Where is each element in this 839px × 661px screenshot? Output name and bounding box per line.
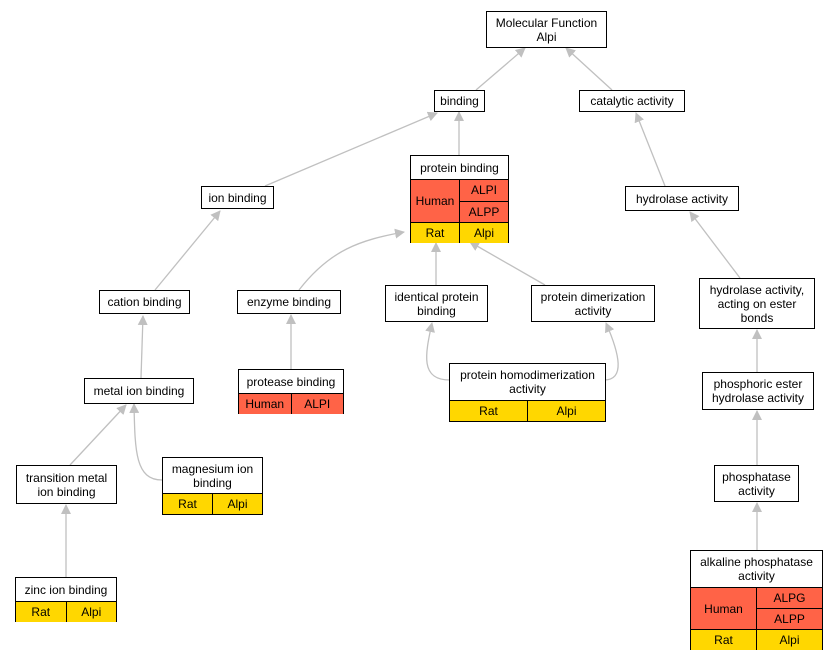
species-rat: Rat (450, 400, 528, 421)
node-label: phosphatase activity (722, 469, 791, 498)
node-alkaline-phosphatase[interactable]: alkaline phosphatase activity Human ALPG… (690, 550, 823, 650)
gene-cell: Alpi (212, 493, 262, 514)
node-cation-binding[interactable]: cation binding (99, 290, 190, 314)
edge-ion-binding-binding (264, 111, 438, 187)
node-binding[interactable]: binding (434, 90, 485, 112)
node-label: catalytic activity (590, 94, 674, 108)
species-rat: Rat (411, 222, 460, 243)
node-label: ion binding (208, 190, 267, 205)
gene-cell: ALPP (756, 608, 822, 630)
edge-binding-mf (475, 47, 526, 91)
gene-cell: Alpi (527, 400, 605, 421)
node-protein-dimerization[interactable]: protein dimerization activity (531, 285, 655, 322)
gene-table: Rat Alpi (163, 493, 262, 514)
gene-table: Human ALPI (239, 393, 343, 414)
species-human: Human (239, 393, 291, 414)
node-protein-homodimerization[interactable]: protein homodimerization activity Rat Al… (449, 363, 606, 422)
node-label: enzyme binding (246, 295, 332, 309)
node-identical-protein-binding[interactable]: identical protein binding (385, 285, 488, 322)
gene-cell: ALPP (459, 200, 508, 223)
node-label: zinc ion binding (24, 582, 108, 597)
node-label: protein dimerization activity (540, 289, 646, 318)
gene-table: Human ALPG ALPP Rat Alpi (691, 587, 822, 650)
node-label: protein binding (420, 160, 499, 175)
edge-hydrolase-ester-hydrolase (689, 211, 741, 279)
gene-cell: ALPI (459, 179, 508, 201)
edge-catalytic-mf (565, 47, 613, 91)
gene-table: Rat Alpi (450, 400, 605, 421)
node-label: phosphoric ester hydrolase activity (711, 377, 805, 405)
species-rat: Rat (691, 629, 757, 650)
node-label: hydrolase activity (635, 191, 729, 206)
gene-cell: ALPI (290, 393, 343, 414)
node-transition-metal[interactable]: transition metal ion binding (16, 465, 117, 504)
node-label: protease binding (246, 374, 336, 389)
node-molecular-function[interactable]: Molecular Function Alpi (486, 11, 607, 48)
node-enzyme-binding[interactable]: enzyme binding (237, 290, 341, 314)
gene-cell: Alpi (459, 222, 508, 243)
gene-table: Human ALPI ALPP Rat Alpi (411, 179, 508, 243)
species-rat: Rat (163, 493, 213, 514)
node-label: binding (440, 94, 479, 108)
node-hydrolase-ester[interactable]: hydrolase activity, acting on ester bond… (699, 278, 815, 329)
node-label: magnesium ion binding (171, 461, 254, 490)
node-label: alkaline phosphatase activity (700, 555, 813, 583)
species-human: Human (691, 587, 757, 630)
node-ion-binding[interactable]: ion binding (201, 186, 274, 209)
node-label: identical protein binding (394, 289, 479, 318)
edge-transition-metal (69, 404, 127, 466)
gene-cell: ALPG (756, 587, 822, 609)
species-rat: Rat (16, 601, 66, 622)
node-hydrolase-activity[interactable]: hydrolase activity (625, 186, 739, 211)
gene-cell: Alpi (756, 629, 822, 650)
node-label: cation binding (107, 295, 182, 309)
edge-dimerization-protein (469, 241, 546, 286)
edge-enzyme-protein (298, 228, 405, 291)
node-zinc-ion-binding[interactable]: zinc ion binding Rat Alpi (15, 577, 117, 622)
edge-homodimer-identical (425, 322, 451, 381)
node-label: metal ion binding (93, 384, 185, 398)
edge-cation-ion (154, 210, 221, 291)
node-label: Molecular Function Alpi (495, 15, 598, 44)
node-label: protein homodimerization activity (460, 368, 595, 396)
node-protease-binding[interactable]: protease binding Human ALPI (238, 369, 344, 414)
edge-metal-cation (137, 315, 148, 379)
gene-cell: Alpi (65, 601, 116, 622)
node-label: hydrolase activity, acting on ester bond… (709, 282, 805, 325)
edge-hydrolase-catalytic (634, 112, 666, 187)
node-phosphoric-ester[interactable]: phosphoric ester hydrolase activity (702, 372, 814, 410)
species-human: Human (411, 179, 460, 223)
node-phosphatase-activity[interactable]: phosphatase activity (714, 465, 799, 502)
node-catalytic-activity[interactable]: catalytic activity (579, 90, 685, 112)
gene-table: Rat Alpi (16, 601, 116, 622)
node-label: transition metal ion binding (25, 470, 108, 499)
edge-magnesium-metal (129, 403, 163, 481)
node-magnesium-ion-binding[interactable]: magnesium ion binding Rat Alpi (162, 457, 263, 515)
node-protein-binding[interactable]: protein binding Human ALPI ALPP Rat Alpi (410, 155, 509, 243)
edge-homodimer-dimerization (603, 322, 619, 381)
node-metal-ion-binding[interactable]: metal ion binding (84, 378, 194, 404)
